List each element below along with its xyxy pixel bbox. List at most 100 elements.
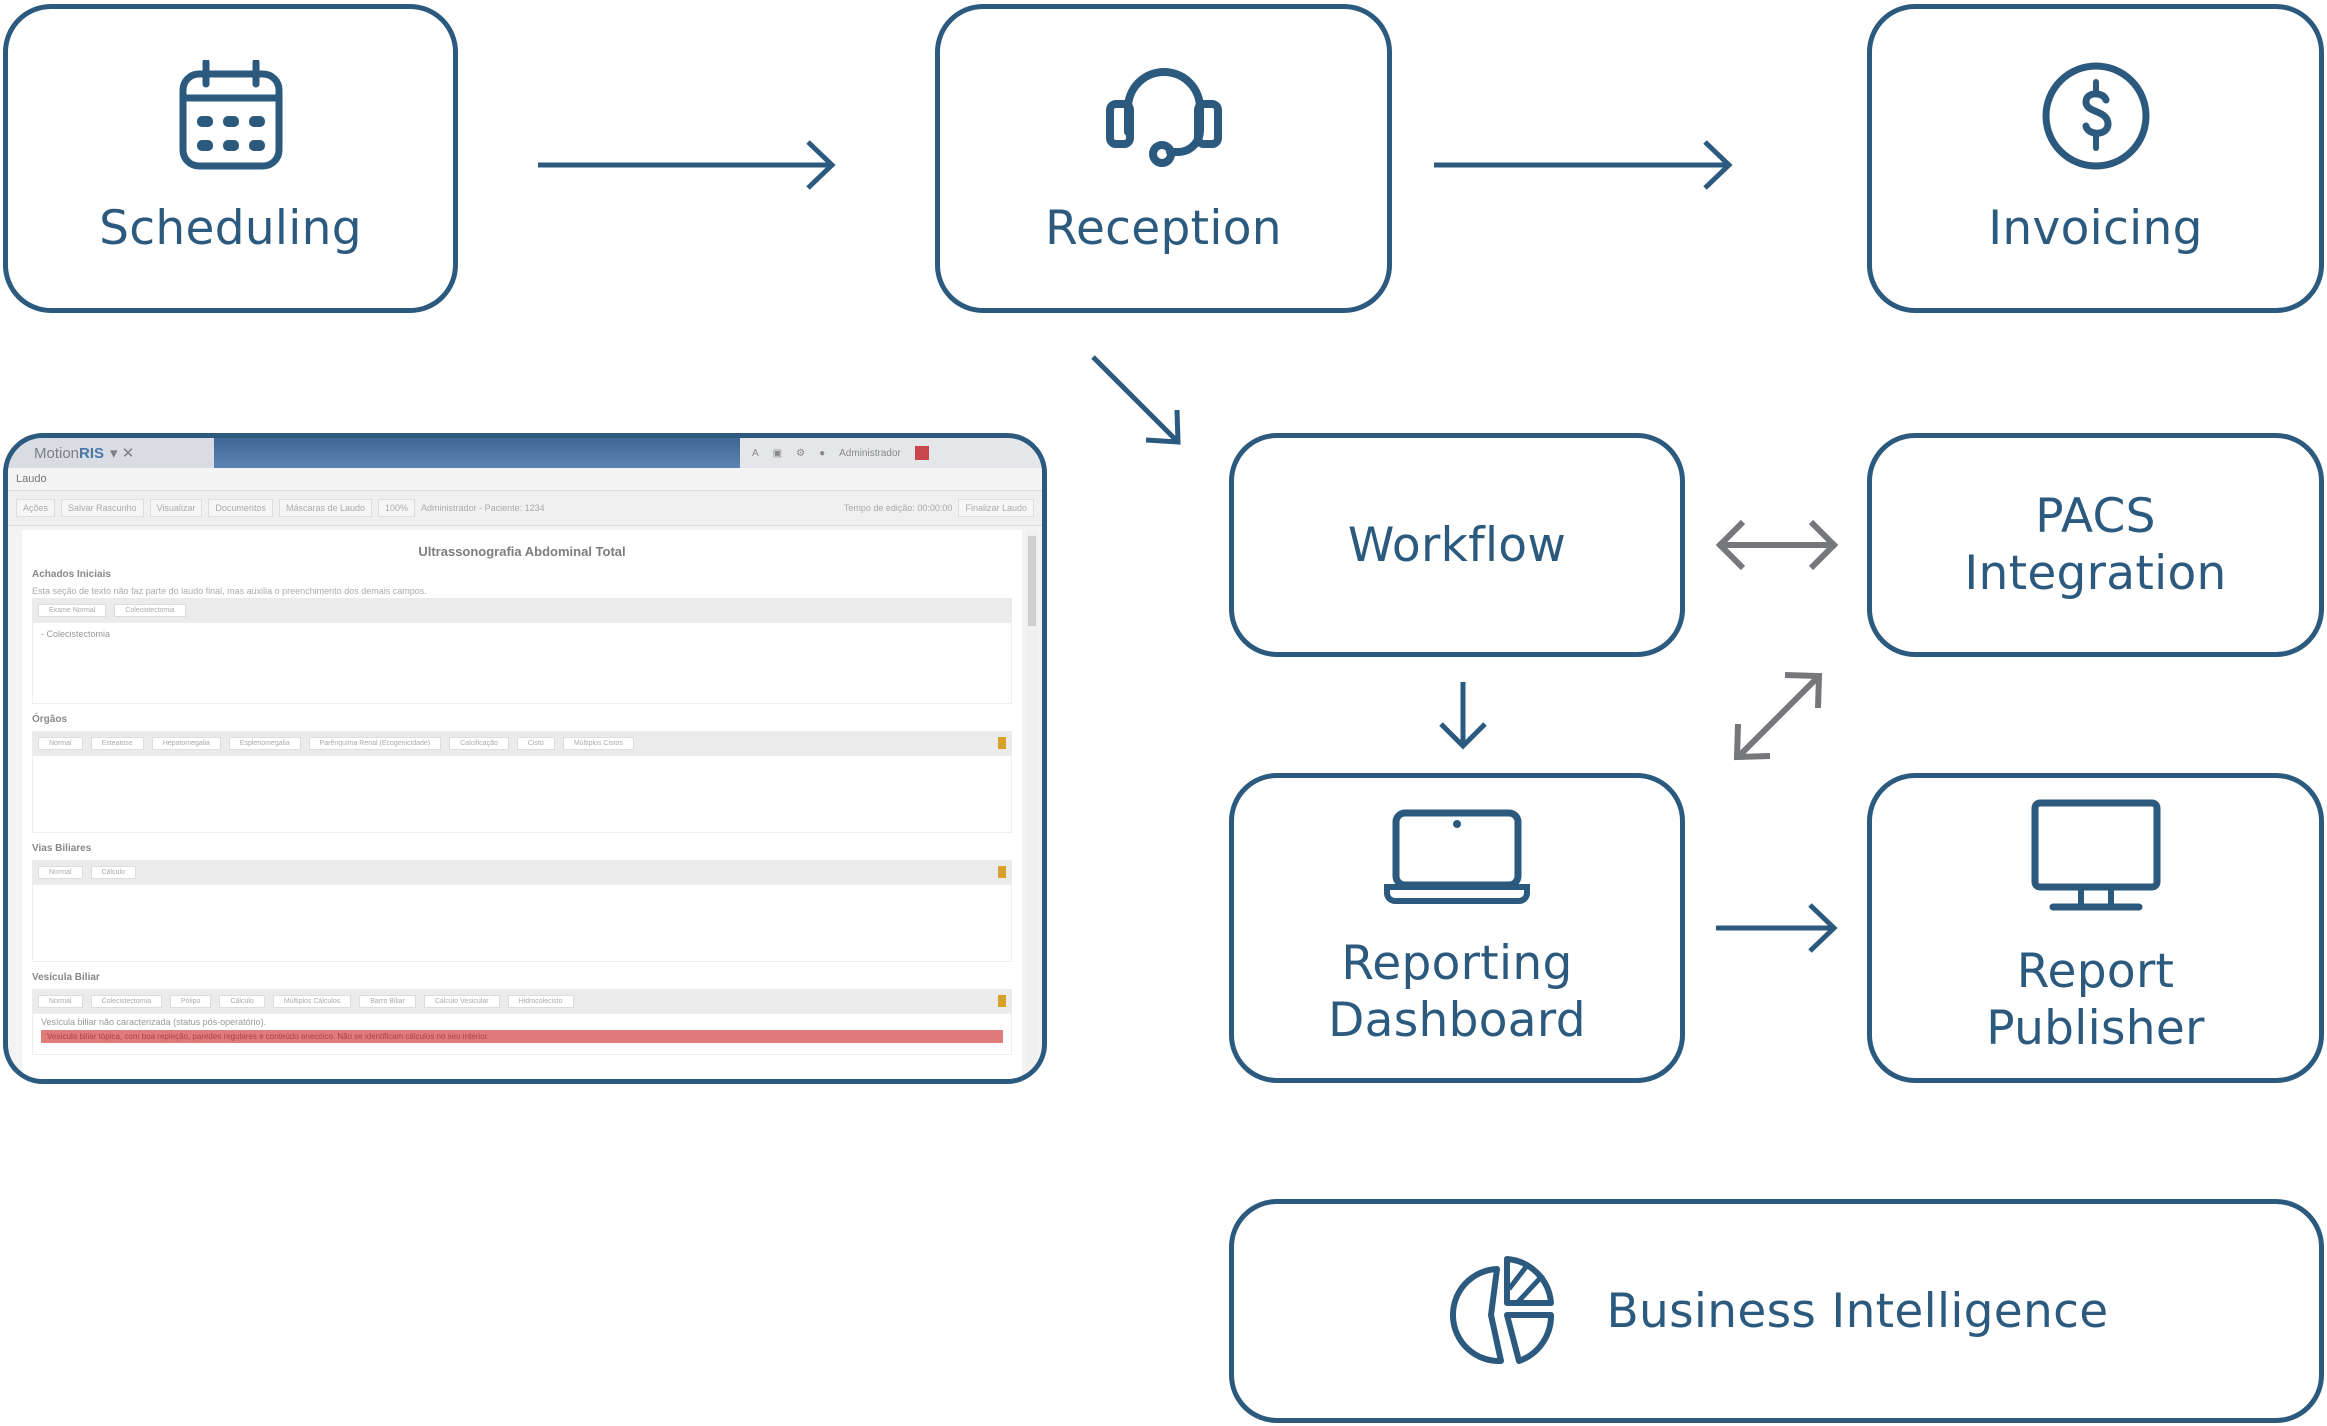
toolbar-templates-button[interactable]: Máscaras de Laudo — [278, 499, 373, 517]
chip[interactable]: Cálculo — [219, 994, 265, 1008]
section-bile-ducts: Vias Biliares Normal Cálculo — [22, 843, 1022, 962]
zoom-select[interactable]: 100% — [378, 499, 416, 517]
node-pacs-integration: PACS Integration — [1867, 433, 2324, 657]
patient-info: Administrador - Paciente: 1234 — [421, 503, 545, 513]
report-editor: Ultrassonografia Abdominal Total Achados… — [22, 530, 1022, 1079]
chip[interactable]: Barro Biliar — [359, 994, 416, 1008]
chip[interactable]: Múltiplos Cistos — [562, 736, 634, 750]
section-organs: Órgãos Normal Esteatose Hepatomegalia Es… — [22, 714, 1022, 833]
arrow-scheduling-to-reception — [538, 140, 836, 190]
chip[interactable]: Colecistectomia — [114, 603, 186, 617]
section-heading: Achados Iniciais — [32, 569, 111, 580]
section-text-area[interactable]: Vesícula biliar não caracterizada (statu… — [32, 1013, 1012, 1055]
phrase-chips: Exame Normal Colecistectomia — [32, 598, 1012, 622]
section-text-area[interactable] — [32, 755, 1012, 833]
monitor-icon — [2031, 799, 2160, 911]
two-way-arrow-workflow-pacs — [1715, 519, 1839, 571]
section-note: Esta seção de texto não faz parte do lau… — [32, 586, 427, 596]
node-label-line1: PACS — [2035, 489, 2156, 544]
toolbar-actions-button[interactable]: Ações — [16, 499, 56, 517]
arrow-reception-to-invoicing — [1434, 140, 1733, 190]
chip[interactable]: Colecistectomia — [90, 994, 162, 1008]
font-size-icon[interactable]: A — [752, 447, 759, 459]
two-way-arrow-reporting-pacs — [1733, 672, 1823, 761]
settings-icon[interactable]: ⚙ — [796, 447, 806, 459]
scrollbar-thumb[interactable] — [1028, 536, 1036, 626]
node-workflow: Workflow — [1229, 433, 1685, 657]
chip[interactable]: Exame Normal — [38, 603, 107, 617]
chip[interactable]: Cálculo Vesicular — [423, 994, 500, 1008]
node-label: Workflow — [1347, 517, 1567, 573]
app-name-suffix: RIS — [79, 444, 105, 462]
highlighted-text: Vesícula biliar tópica, com boa repleção… — [41, 1030, 1003, 1043]
embedded-app-screenshot: MotionRIS ▾ ✕ A ▣ ⚙ ● Administrador Laud… — [3, 433, 1047, 1084]
menu-bar: Laudo — [8, 468, 1042, 491]
node-label-line2: Publisher — [1986, 1001, 2205, 1056]
phrase-chips: Normal Esteatose Hepatomegalia Esplenome… — [32, 731, 1012, 755]
document-title: Ultrassonografia Abdominal Total — [418, 544, 626, 559]
lock-icon[interactable] — [998, 995, 1006, 1007]
calendar-icon — [179, 60, 282, 170]
app-tab[interactable]: MotionRIS ▾ ✕ — [8, 438, 214, 468]
arrow-workflow-to-reporting — [1439, 682, 1487, 750]
chip[interactable]: Normal — [38, 865, 83, 879]
section-text: Vesícula biliar não caracterizada (statu… — [41, 1017, 267, 1027]
arrow-reporting-to-publisher — [1716, 903, 1838, 953]
chip[interactable]: Cisto — [516, 736, 555, 750]
chip[interactable]: Hepatomegalia — [151, 736, 221, 750]
edit-timer: Tempo de edição: 00:00:00 — [843, 503, 953, 513]
chip[interactable]: Esplenomegalia — [228, 736, 301, 750]
lock-icon[interactable] — [998, 866, 1006, 878]
chip[interactable]: Hidrocolecisto — [507, 994, 574, 1008]
section-text: - Colecistectomia — [41, 629, 111, 639]
arrow-reception-to-workflow — [1091, 355, 1181, 445]
node-label: Business Intelligence — [1606, 1283, 2109, 1339]
node-label-line2: Dashboard — [1328, 993, 1586, 1048]
vertical-scrollbar[interactable] — [1026, 530, 1038, 1079]
chip[interactable]: Normal — [38, 994, 83, 1008]
chip[interactable]: Pólipo — [169, 994, 212, 1008]
chip[interactable]: Esteatose — [90, 736, 144, 750]
tab-controls[interactable]: ▾ ✕ — [110, 445, 135, 462]
dollar-coin-icon — [2042, 62, 2149, 170]
phrase-chips: Normal Colecistectomia Pólipo Cálculo Mú… — [32, 989, 1012, 1013]
app-titlebar: MotionRIS ▾ ✕ A ▣ ⚙ ● Administrador — [8, 438, 1042, 468]
node-label: Scheduling — [99, 201, 362, 256]
toolbar-preview-button[interactable]: Visualizar — [149, 499, 203, 517]
node-label: Invoicing — [1988, 201, 2203, 256]
phrase-chips: Normal Cálculo — [32, 860, 1012, 884]
finish-report-button[interactable]: Finalizar Laudo — [958, 499, 1034, 517]
section-heading: Vesícula Biliar — [32, 972, 100, 983]
node-reception: Reception — [935, 4, 1392, 313]
chip[interactable]: Múltiplos Cálculos — [272, 994, 352, 1008]
app-logo: MotionRIS — [34, 445, 104, 462]
app-name-prefix: Motion — [34, 444, 80, 462]
laptop-icon — [1384, 809, 1530, 904]
section-heading: Órgãos — [32, 714, 68, 725]
titlebar-spacer — [214, 438, 740, 468]
user-icon[interactable]: ● — [819, 447, 826, 459]
section-initial-findings: Achados Iniciais Esta seção de texto não… — [22, 569, 1022, 704]
lock-icon[interactable] — [998, 737, 1006, 749]
print-icon[interactable]: ▣ — [772, 447, 783, 459]
node-label-line1: Report — [2016, 944, 2175, 999]
menu-laudo[interactable]: Laudo — [16, 473, 47, 485]
node-label: Reception — [1045, 201, 1282, 256]
section-heading: Vias Biliares — [32, 843, 92, 854]
toolbar-save-draft-button[interactable]: Salvar Rascunho — [61, 499, 144, 517]
node-business-intelligence: Business Intelligence — [1229, 1199, 2324, 1423]
chip[interactable]: Parênquima Renal (Ecogenicidade) — [308, 736, 442, 750]
toolbar-documents-button[interactable]: Documentos — [208, 499, 273, 517]
pie-chart-icon — [1449, 1256, 1554, 1365]
chip[interactable]: Normal — [38, 736, 83, 750]
close-icon[interactable] — [914, 446, 929, 460]
chip[interactable]: Calcificação — [449, 736, 509, 750]
node-invoicing: Invoicing — [1867, 4, 2324, 313]
node-report-publisher: Report Publisher — [1867, 773, 2324, 1083]
node-reporting-dashboard: Reporting Dashboard — [1229, 773, 1685, 1083]
section-text-area[interactable] — [32, 884, 1012, 962]
node-label-line2: Integration — [1964, 546, 2227, 601]
chip[interactable]: Cálculo — [90, 865, 136, 879]
section-text-area[interactable]: - Colecistectomia — [32, 622, 1012, 704]
